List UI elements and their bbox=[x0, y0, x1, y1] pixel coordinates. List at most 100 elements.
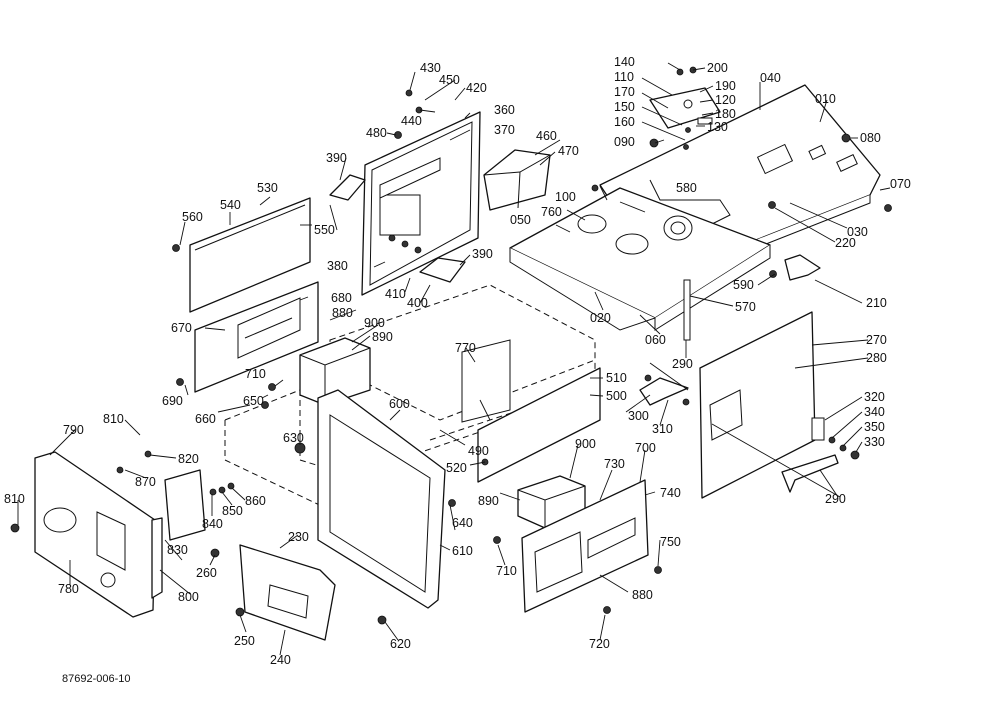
callout-690: 690 bbox=[162, 394, 183, 408]
callout-330: 330 bbox=[864, 435, 885, 449]
bracket-plate-400 bbox=[419, 257, 466, 283]
callout-140: 140 bbox=[614, 55, 635, 69]
fasteners bbox=[10, 66, 892, 625]
callout-190: 190 bbox=[715, 79, 736, 93]
rod-570 bbox=[683, 279, 691, 341]
callout-100: 100 bbox=[555, 190, 576, 204]
callout-890-left: 890 bbox=[372, 330, 393, 344]
callout-320: 320 bbox=[864, 390, 885, 404]
callout-550: 550 bbox=[314, 223, 335, 237]
callout-480: 480 bbox=[366, 126, 387, 140]
callout-400: 400 bbox=[407, 296, 428, 310]
callout-230: 230 bbox=[288, 530, 309, 544]
callout-780: 780 bbox=[58, 582, 79, 596]
callout-850: 850 bbox=[222, 504, 243, 518]
callout-900-right: 900 bbox=[575, 437, 596, 451]
callout-310: 310 bbox=[652, 422, 673, 436]
callout-200: 200 bbox=[707, 61, 728, 75]
callout-070: 070 bbox=[890, 177, 911, 191]
callout-350: 350 bbox=[864, 420, 885, 434]
callout-510: 510 bbox=[606, 371, 627, 385]
callout-340: 340 bbox=[864, 405, 885, 419]
callout-370: 370 bbox=[494, 123, 515, 137]
callout-420: 420 bbox=[466, 81, 487, 95]
door-handle bbox=[781, 454, 839, 493]
callout-710-left: 710 bbox=[245, 367, 266, 381]
lower-panel-700 bbox=[521, 479, 649, 613]
callout-650: 650 bbox=[243, 394, 264, 408]
foam-block-lower bbox=[517, 475, 586, 529]
callout-760: 760 bbox=[541, 205, 562, 219]
callout-410: 410 bbox=[385, 287, 406, 301]
callout-660: 660 bbox=[195, 412, 216, 426]
callout-710-right: 710 bbox=[496, 564, 517, 578]
left-front-door bbox=[34, 451, 156, 618]
callout-450: 450 bbox=[439, 73, 460, 87]
callout-430: 430 bbox=[420, 61, 441, 75]
callout-040: 040 bbox=[760, 71, 781, 85]
callout-010: 010 bbox=[815, 92, 836, 106]
callout-130: 130 bbox=[707, 120, 728, 134]
callout-490: 490 bbox=[468, 444, 489, 458]
side-panel-530 bbox=[189, 197, 311, 313]
callout-150: 150 bbox=[614, 100, 635, 114]
callout-210: 210 bbox=[866, 296, 887, 310]
callout-530: 530 bbox=[257, 181, 278, 195]
callout-120: 120 bbox=[715, 93, 736, 107]
callout-050: 050 bbox=[510, 213, 531, 227]
callout-270: 270 bbox=[866, 333, 887, 347]
callout-590: 590 bbox=[733, 278, 754, 292]
callout-740: 740 bbox=[660, 486, 681, 500]
callout-290-top: 290 bbox=[672, 357, 693, 371]
callout-060: 060 bbox=[645, 333, 666, 347]
callout-260: 260 bbox=[196, 566, 217, 580]
callout-620: 620 bbox=[390, 637, 411, 651]
callout-730: 730 bbox=[604, 457, 625, 471]
callout-020: 020 bbox=[590, 311, 611, 325]
callout-250: 250 bbox=[234, 634, 255, 648]
callout-680: 680 bbox=[331, 291, 352, 305]
callout-080: 080 bbox=[860, 131, 881, 145]
callout-880-right: 880 bbox=[632, 588, 653, 602]
callout-390-top: 390 bbox=[326, 151, 347, 165]
foam-block-left bbox=[299, 337, 371, 406]
callout-280: 280 bbox=[866, 351, 887, 365]
callout-520: 520 bbox=[446, 461, 467, 475]
callout-240: 240 bbox=[270, 653, 291, 667]
bracket-210 bbox=[784, 254, 821, 281]
callout-160: 160 bbox=[614, 115, 635, 129]
callout-810-top: 810 bbox=[103, 412, 124, 426]
leader-lines bbox=[17, 62, 891, 656]
callout-880-left: 880 bbox=[332, 306, 353, 320]
callout-670: 670 bbox=[171, 321, 192, 335]
side-panel-500 bbox=[477, 367, 601, 483]
callout-700: 700 bbox=[635, 441, 656, 455]
callout-180: 180 bbox=[715, 107, 736, 121]
callout-610: 610 bbox=[452, 544, 473, 558]
callout-750: 750 bbox=[660, 535, 681, 549]
callout-470: 470 bbox=[558, 144, 579, 158]
callout-630: 630 bbox=[283, 431, 304, 445]
callout-090: 090 bbox=[614, 135, 635, 149]
callout-770: 770 bbox=[455, 341, 476, 355]
callout-380: 380 bbox=[327, 259, 348, 273]
callout-030: 030 bbox=[847, 225, 868, 239]
callout-170: 170 bbox=[614, 85, 635, 99]
callout-540: 540 bbox=[220, 198, 241, 212]
callout-560: 560 bbox=[182, 210, 203, 224]
callout-390-bottom: 390 bbox=[472, 247, 493, 261]
left-back-panel bbox=[361, 111, 481, 296]
callout-720: 720 bbox=[589, 637, 610, 651]
callout-840: 840 bbox=[202, 517, 223, 531]
callout-580: 580 bbox=[676, 181, 697, 195]
callout-570: 570 bbox=[735, 300, 756, 314]
callout-900-left: 900 bbox=[364, 316, 385, 330]
bracket-plate-300 bbox=[639, 377, 689, 406]
callout-830: 830 bbox=[167, 543, 188, 557]
lower-panel-240 bbox=[239, 544, 336, 641]
callout-890-right: 890 bbox=[478, 494, 499, 508]
callout-860: 860 bbox=[245, 494, 266, 508]
callout-labels: 010 020 030 040 050 060 070 080 090 100 … bbox=[4, 55, 911, 667]
callout-810-left: 810 bbox=[4, 492, 25, 506]
center-frame bbox=[317, 389, 446, 609]
